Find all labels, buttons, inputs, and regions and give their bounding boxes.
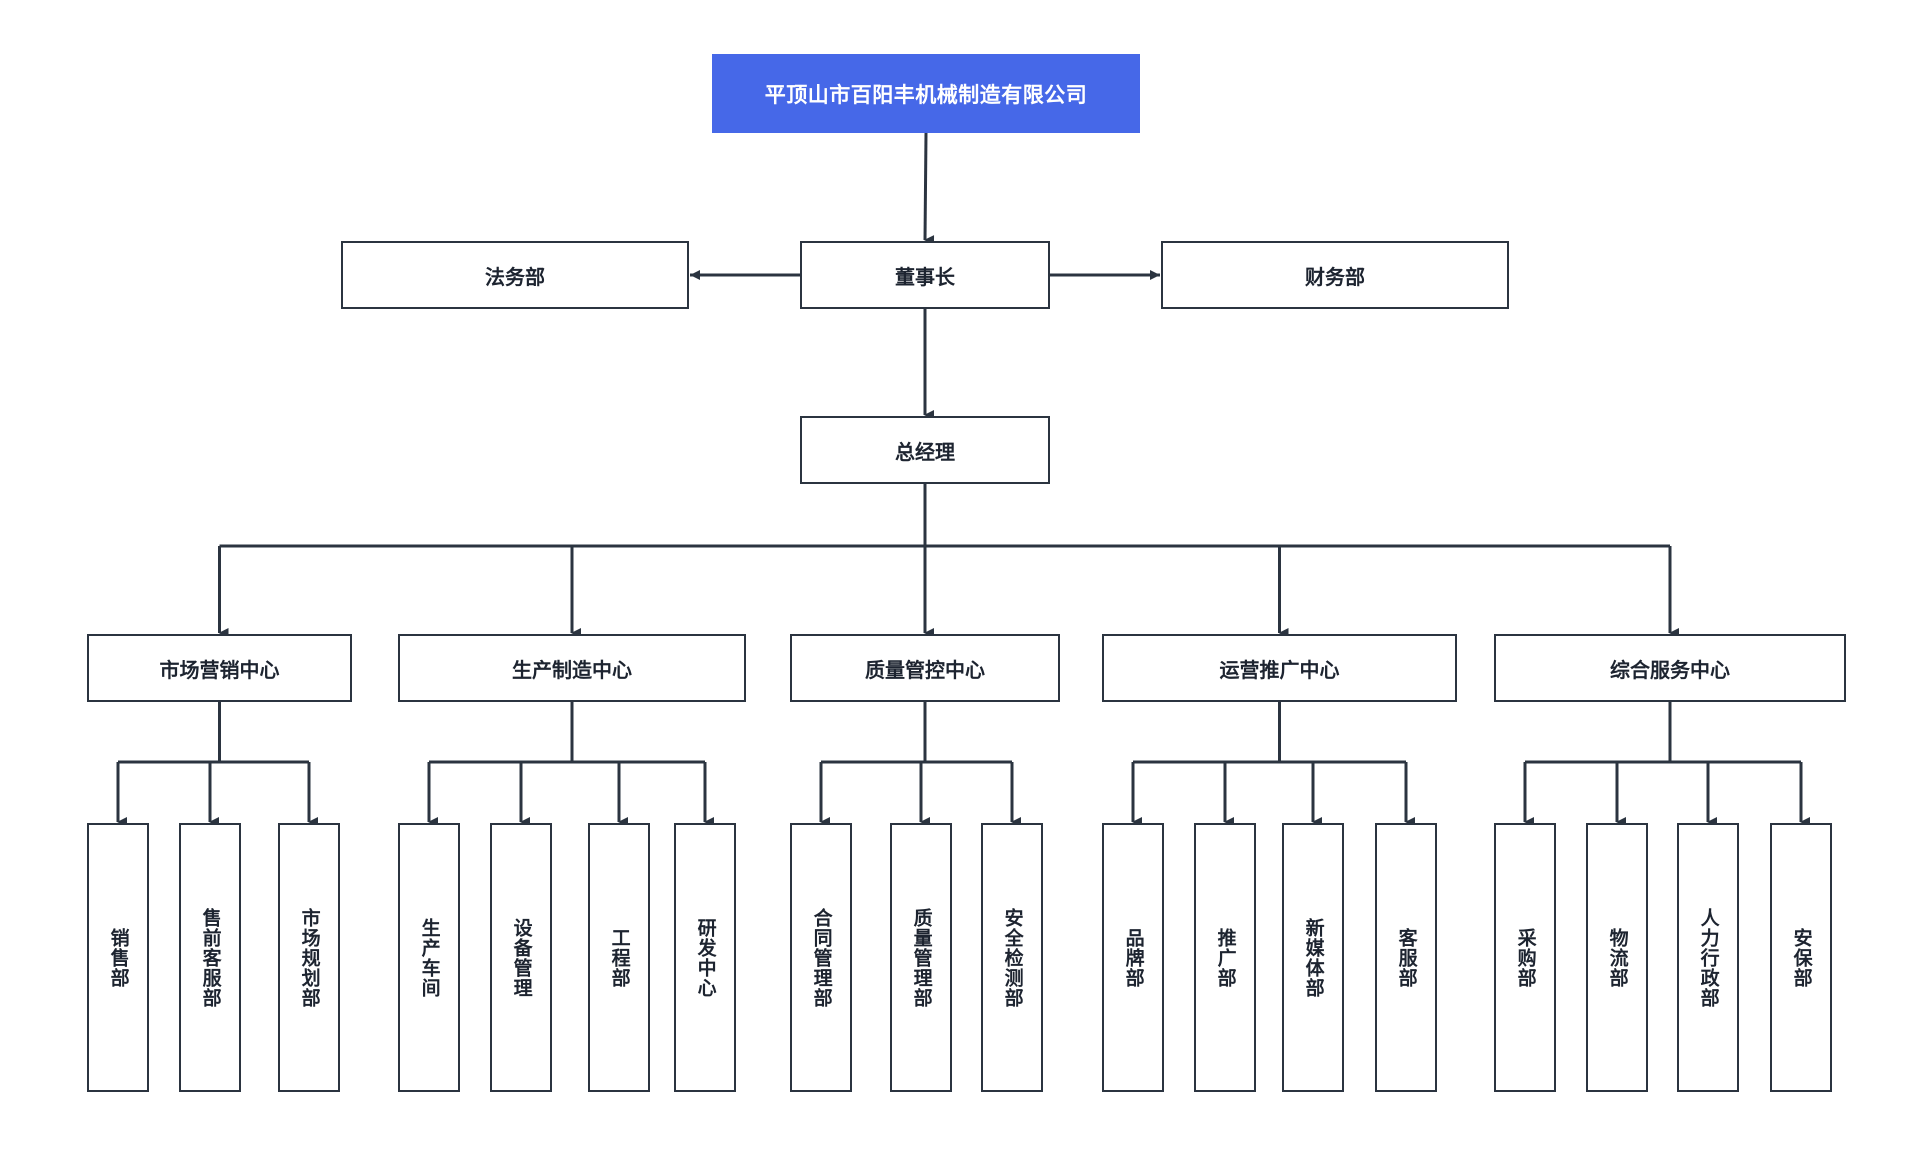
node-label: 市场规划部 <box>298 907 320 1008</box>
node-company-root[interactable]: 平顶山市百阳丰机械制造有限公司 <box>712 54 1140 133</box>
node-leaf-0[interactable]: 销售部 <box>87 823 149 1092</box>
node-leaf-5[interactable]: 工程部 <box>588 823 650 1092</box>
node-label: 安保部 <box>1790 927 1812 988</box>
node-leaf-15[interactable]: 物流部 <box>1586 823 1648 1092</box>
node-label: 人力行政部 <box>1697 907 1719 1008</box>
node-leaf-17[interactable]: 安保部 <box>1770 823 1832 1092</box>
node-label: 物流部 <box>1606 927 1628 988</box>
node-label: 客服部 <box>1395 927 1417 988</box>
node-label: 市场营销中心 <box>159 659 280 682</box>
node-label: 品牌部 <box>1122 927 1144 988</box>
node-general-manager[interactable]: 总经理 <box>800 416 1050 484</box>
node-label: 财务部 <box>1305 266 1365 289</box>
node-label: 设备管理 <box>510 917 532 998</box>
node-leaf-4[interactable]: 设备管理 <box>490 823 552 1092</box>
node-label: 安全检测部 <box>1001 907 1023 1008</box>
node-chairman[interactable]: 董事长 <box>800 241 1050 309</box>
node-leaf-10[interactable]: 品牌部 <box>1102 823 1164 1092</box>
node-label: 生产制造中心 <box>512 659 632 682</box>
node-center-4[interactable]: 综合服务中心 <box>1494 634 1846 702</box>
node-leaf-14[interactable]: 采购部 <box>1494 823 1556 1092</box>
node-leaf-1[interactable]: 售前客服部 <box>179 823 241 1092</box>
connector <box>923 132 935 246</box>
node-center-1[interactable]: 生产制造中心 <box>398 634 746 702</box>
node-label: 售前客服部 <box>199 907 221 1008</box>
node-label: 合同管理部 <box>810 907 832 1008</box>
node-label: 质量管控中心 <box>865 659 985 682</box>
node-leaf-13[interactable]: 客服部 <box>1375 823 1437 1092</box>
node-label: 新媒体部 <box>1302 917 1324 998</box>
node-leaf-2[interactable]: 市场规划部 <box>278 823 340 1092</box>
node-label: 销售部 <box>107 927 129 988</box>
node-leaf-9[interactable]: 安全检测部 <box>981 823 1043 1092</box>
node-label: 平顶山市百阳丰机械制造有限公司 <box>764 83 1088 107</box>
node-label: 运营推广中心 <box>1219 659 1340 682</box>
node-label: 研发中心 <box>694 917 716 998</box>
node-center-3[interactable]: 运营推广中心 <box>1102 634 1457 702</box>
node-label: 质量管理部 <box>910 907 932 1008</box>
node-leaf-8[interactable]: 质量管理部 <box>890 823 952 1092</box>
node-label: 生产车间 <box>418 917 440 998</box>
node-leaf-12[interactable]: 新媒体部 <box>1282 823 1344 1092</box>
node-center-2[interactable]: 质量管控中心 <box>790 634 1060 702</box>
node-label: 法务部 <box>485 266 545 289</box>
node-leaf-16[interactable]: 人力行政部 <box>1677 823 1739 1092</box>
node-leaf-11[interactable]: 推广部 <box>1194 823 1256 1092</box>
node-label: 采购部 <box>1514 927 1536 988</box>
node-label: 工程部 <box>608 927 630 988</box>
node-finance-department[interactable]: 财务部 <box>1161 241 1509 309</box>
node-leaf-3[interactable]: 生产车间 <box>398 823 460 1092</box>
node-label: 总经理 <box>895 441 955 464</box>
node-leaf-7[interactable]: 合同管理部 <box>790 823 852 1092</box>
node-leaf-6[interactable]: 研发中心 <box>674 823 736 1092</box>
node-label: 综合服务中心 <box>1610 659 1730 682</box>
node-label: 董事长 <box>895 266 955 289</box>
node-center-0[interactable]: 市场营销中心 <box>87 634 352 702</box>
node-legal-department[interactable]: 法务部 <box>341 241 689 309</box>
node-label: 推广部 <box>1214 927 1236 988</box>
